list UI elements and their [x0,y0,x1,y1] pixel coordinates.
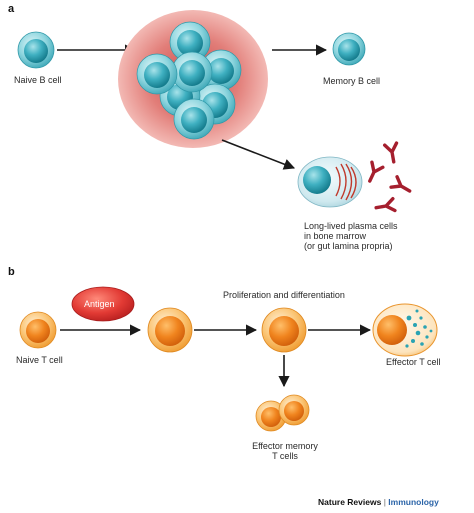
naive-t-cell [19,311,57,349]
activated-t-cell [147,307,193,353]
effector-memory-t-cells [255,394,310,432]
effector-granules [405,309,433,348]
memory-b-cell [332,32,366,66]
naive-b-cell [17,31,55,69]
germinal-center [118,10,268,148]
journal-name: Nature Reviews [318,497,382,507]
memory-b-cell-label: Memory B cell [323,76,381,86]
proliferating-t-cell [261,307,307,353]
antibodies [368,141,412,213]
antigen-label: Antigen [84,299,115,309]
rough-er [335,163,357,201]
plasma-cell-label-3: (or gut lamina propria) [304,241,393,251]
journal-credit: Nature Reviews | Immunology [318,497,439,507]
naive-t-cell-label: Naive T cell [16,355,63,365]
journal-section: Immunology [388,497,439,507]
plasma-cell [297,156,363,208]
arrow-gc-to-plasma [221,139,296,170]
credit-separator: | [383,497,386,507]
b-cell-cluster [136,21,242,140]
effector-t-cell-label: Effector T cell [386,357,441,367]
naive-b-cell-label: Naive B cell [14,75,62,85]
panel-b-tag: b [8,266,15,278]
effector-t-cell [372,303,438,357]
proliferation-label: Proliferation and differentiation [223,290,345,300]
effector-memory-label-1: Effector memory [252,441,318,451]
effector-memory-label-2: T cells [272,451,298,461]
plasma-cell-label-1: Long-lived plasma cells [304,221,398,231]
panel-a-tag: a [8,3,15,15]
plasma-cell-label-2: in bone marrow [304,231,367,241]
antigen [71,286,135,322]
